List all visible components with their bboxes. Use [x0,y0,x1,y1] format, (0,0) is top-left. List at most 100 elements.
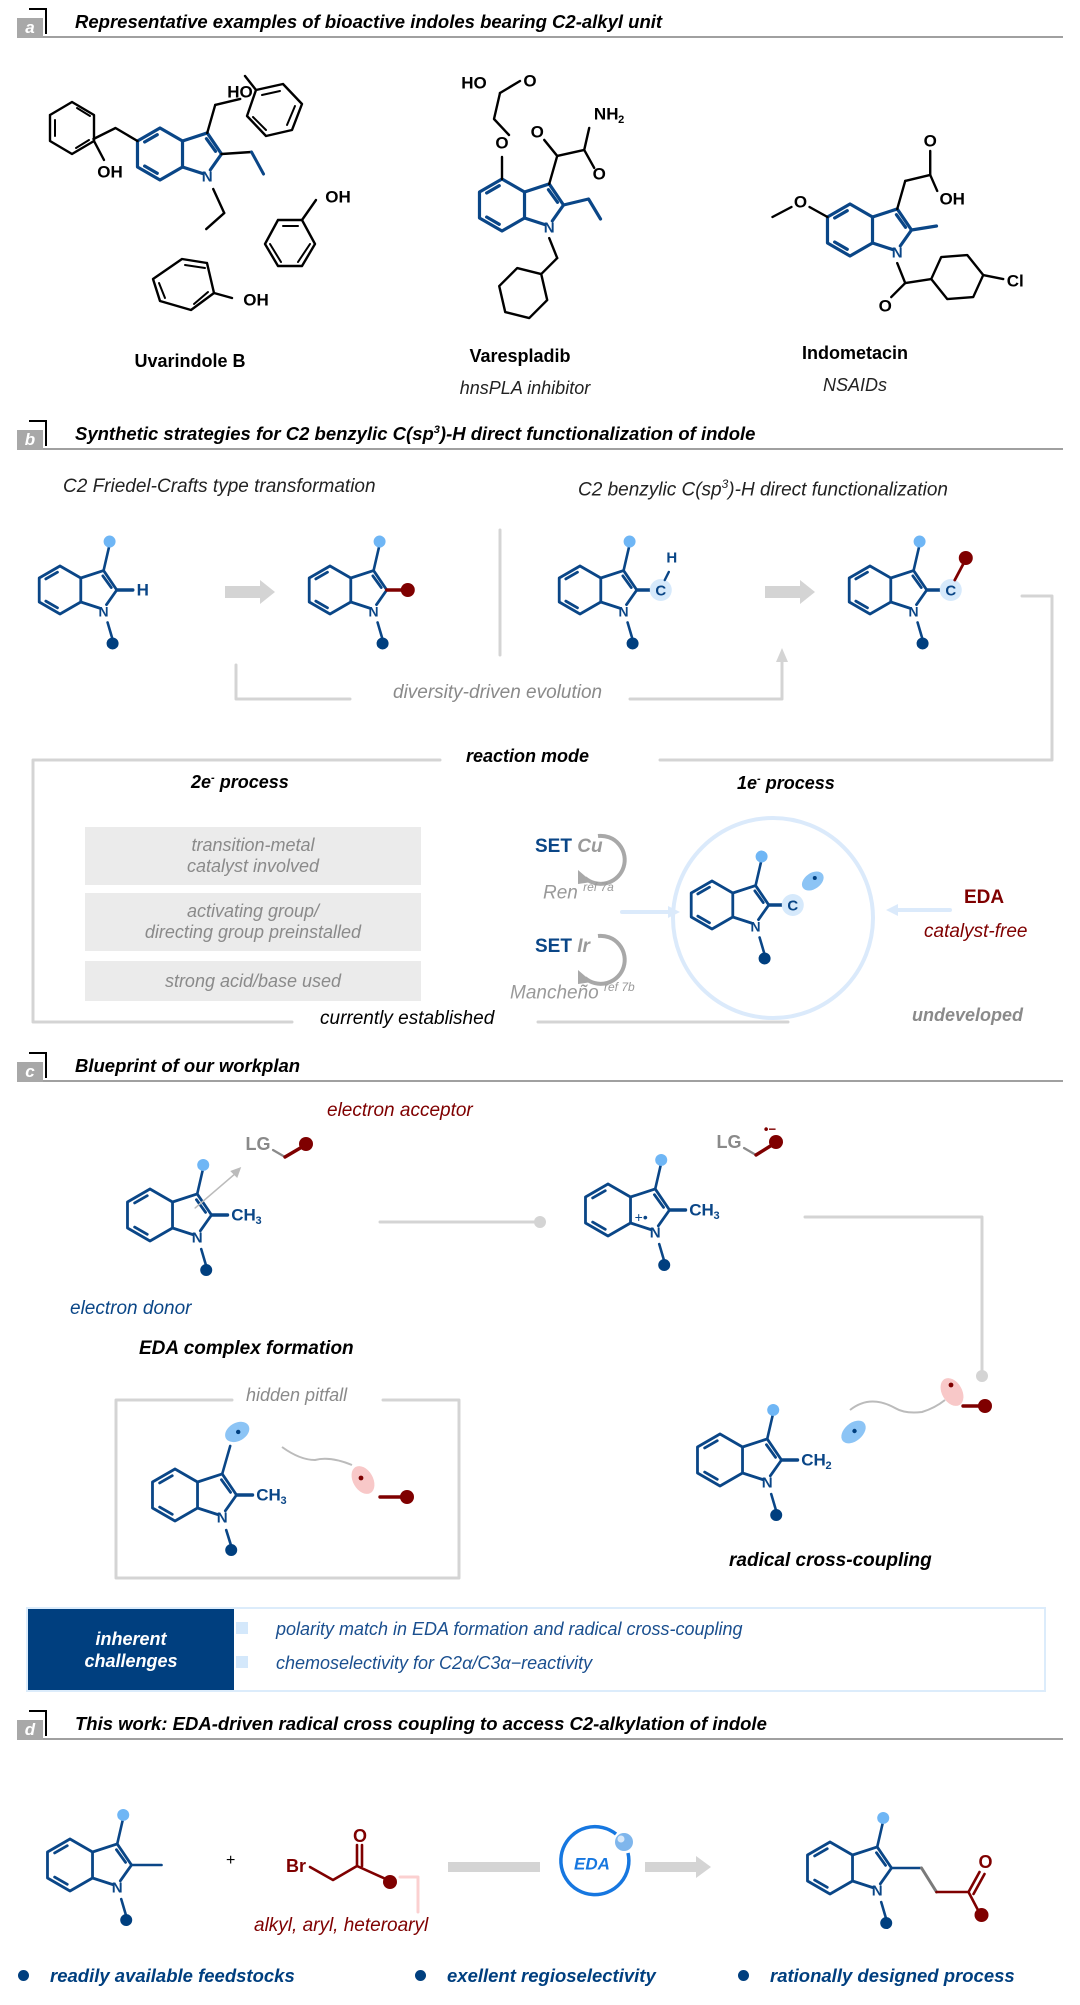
reaction-arrow-shaft [448,1862,540,1872]
reaction-arrow-icon [645,1856,711,1878]
double-bond [696,885,711,896]
bond [629,1187,657,1199]
feature-regioselectivity: exellent regioselectivity [415,1965,656,1987]
bond [890,281,907,299]
bond [915,588,929,607]
double-bond [53,1875,69,1886]
bullet-icon [236,1656,248,1668]
bond [771,205,793,219]
double-bond [252,116,267,131]
double-bond [286,105,296,126]
bond [106,621,114,641]
double-bond [220,1478,232,1494]
bond [754,858,763,887]
bullet-icon [415,1970,426,1981]
ethyl-group [561,197,603,221]
hydroxyl-label: OH [939,189,965,208]
c3-substituent-dot [373,535,386,548]
bond [754,884,771,907]
bond [349,600,371,610]
electron-acceptor-label: electron acceptor [327,1100,473,1121]
n-substituent-dot [916,637,929,650]
reaction-arrow-icon [225,580,275,604]
bond [300,198,318,222]
bond [349,569,375,580]
bullet-icon [236,1622,248,1634]
eda-complex-formation-label: EDA complex formation [139,1338,354,1359]
bond [599,600,621,610]
double-bond [485,184,501,195]
benzene-ring [37,564,83,616]
chlorine-label: Cl [1007,272,1024,291]
bond [271,1148,287,1159]
bond [879,1900,888,1921]
phenyl-ring [245,82,304,138]
double-bond [193,291,209,305]
double-bond [564,599,579,610]
leaving-group-label: LG [717,1132,742,1152]
catalytic-cycle-icon [583,833,627,886]
bond [180,165,205,176]
double-bond [546,188,560,204]
bond [308,1864,390,1882]
hydrogen-label: H [137,581,149,600]
benzene-ring [477,177,527,233]
double-bond [195,1198,207,1214]
double-bond [204,137,218,153]
nitrogen-atom: N [892,245,903,262]
section-d-header: d This work: EDA-driven radical cross co… [17,1710,1063,1740]
currently-established-label: currently established [320,1008,495,1029]
set-ir-label: SET Ir [535,936,590,957]
two-electron-process-label: 2e- process [191,772,289,792]
section-title: Synthetic strategies for C2 benzylic C(s… [75,423,756,444]
radical-orbital-icon [940,1378,964,1406]
indole-core: N [307,564,389,619]
bond [171,1226,194,1236]
double-bond [854,599,869,610]
bond [622,569,639,592]
bond [492,91,511,137]
section-bracket-icon [29,8,47,34]
bond [214,97,242,107]
bond [171,1192,199,1204]
hydroxyl-label: HO [227,83,253,102]
benzene-ring [696,1432,744,1488]
frame-line [31,758,442,1024]
bond [522,182,551,194]
acceptor-dot [769,1135,783,1149]
arrowhead-icon [578,870,592,884]
methyl-label-subscript: 3 [713,1210,719,1222]
catalyst-free-label: catalyst-free [924,921,1028,942]
nitrogen-atom: N [650,1225,661,1242]
carbon-label: C [655,583,666,600]
double-bond [133,1225,149,1236]
bond [875,1819,885,1849]
n-substituent-dot [758,952,771,965]
hidden-pitfall-label: hidden pitfall [246,1385,348,1405]
radical-dot [236,1429,241,1435]
limitation-directing-group: activating group/ directing group preins… [85,893,421,951]
oxygen-label: O [879,297,892,316]
nitrogen-atom: N [99,603,109,619]
phenyl-ring [498,266,549,320]
carbon-highlight [781,894,804,916]
bond [629,1221,652,1231]
n-substituent-dot [200,1264,213,1277]
section-bracket-icon [29,420,47,446]
undeveloped-label: undeveloped [912,1005,1024,1025]
benzene-ring [135,126,185,182]
ren-reference: Ren ref 7a [543,880,614,904]
bond [742,1146,758,1157]
benzylic-functionalization-heading: C2 benzylic C(sp3)-H direct functionaliz… [578,477,948,501]
benzene-ring [126,1187,174,1243]
acceptor-dot [299,1137,313,1151]
radical-dot [852,1428,857,1434]
section-c-header: c Blueprint of our workplan [17,1052,1063,1082]
nitrogen-atom: N [751,918,761,934]
challenge-item: polarity match in EDA formation and radi… [236,1619,743,1640]
hydroxyl-label: OH [325,188,351,207]
eda-label: EDA [964,887,1005,908]
n-substituent-dot [225,1544,238,1557]
bond [548,154,559,186]
indole-core: N [37,564,119,619]
